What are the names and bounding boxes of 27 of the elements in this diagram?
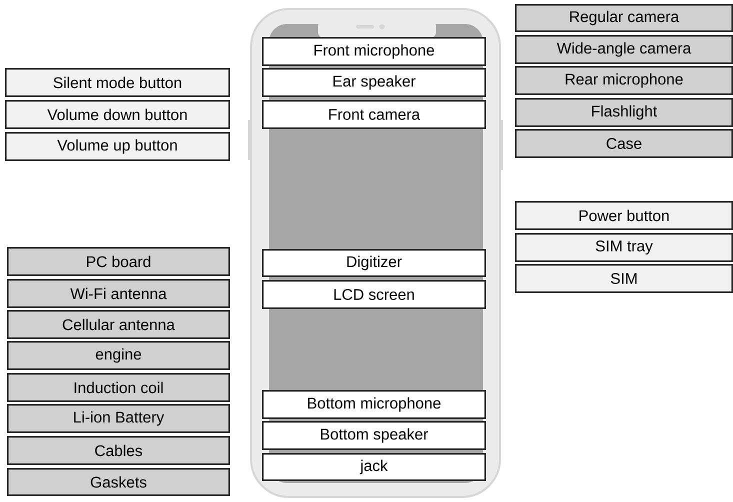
label-box: Digitizer — [262, 248, 486, 277]
label-box: engine — [7, 341, 230, 370]
label-box: SIM tray — [515, 233, 733, 262]
label-box: Silent mode button — [5, 68, 230, 97]
label-box: Cellular antenna — [7, 310, 230, 339]
label-box: Cables — [7, 436, 230, 465]
label-box: Bottom microphone — [262, 390, 486, 419]
label-box: LCD screen — [262, 280, 486, 309]
label-box: jack — [262, 453, 486, 481]
label-box: Gaskets — [7, 468, 230, 496]
label-box: Flashlight — [515, 98, 733, 127]
label-box: Volume down button — [5, 100, 230, 129]
label-box: Rear microphone — [515, 66, 733, 95]
label-box: Bottom speaker — [262, 421, 486, 450]
label-box: PC board — [7, 246, 230, 276]
label-box: Ear speaker — [262, 68, 486, 97]
label-box: Case — [515, 129, 733, 158]
label-box: Front microphone — [262, 37, 486, 66]
label-box: Regular camera — [515, 4, 733, 32]
label-box: Induction coil — [7, 373, 230, 402]
label-box: Front camera — [262, 100, 486, 129]
label-box: Power button — [515, 200, 733, 230]
label-box: Li-ion Battery — [7, 404, 230, 433]
label-box: Volume up button — [5, 132, 230, 161]
label-box: SIM — [515, 264, 733, 293]
label-box: Wide-angle camera — [515, 35, 733, 64]
label-box: Wi-Fi antenna — [7, 279, 230, 308]
